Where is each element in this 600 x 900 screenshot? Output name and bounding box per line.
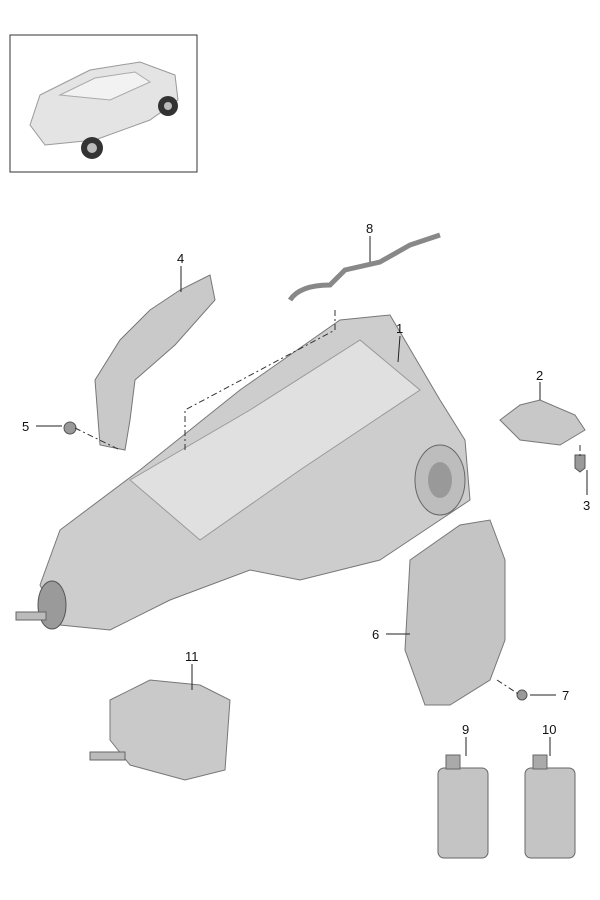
part-heat-shield-right[interactable] [499, 399, 586, 446]
part-bolt-lower[interactable] [516, 689, 528, 701]
callout-10[interactable]: 10 [542, 722, 556, 737]
leader-lines [36, 236, 588, 756]
vehicle-thumbnail[interactable] [9, 34, 198, 173]
part-bolt-right[interactable] [574, 454, 586, 473]
callout-11[interactable]: 11 [185, 649, 199, 664]
part-oil-bottle-2[interactable] [524, 754, 576, 859]
callout-8[interactable]: 8 [366, 221, 373, 236]
callout-1[interactable]: 1 [396, 321, 403, 336]
callout-5[interactable]: 5 [22, 419, 29, 434]
callout-7[interactable]: 7 [562, 688, 569, 703]
callout-9[interactable]: 9 [462, 722, 469, 737]
callout-2[interactable]: 2 [536, 368, 543, 383]
part-transmission[interactable] [15, 314, 471, 631]
callout-6[interactable]: 6 [372, 627, 379, 642]
part-transfer-case[interactable] [89, 679, 231, 781]
part-heat-shield-top[interactable] [94, 274, 216, 451]
assembly-guides [74, 310, 581, 696]
part-breather-hose[interactable] [287, 232, 441, 302]
callout-3[interactable]: 3 [583, 498, 590, 513]
callout-4[interactable]: 4 [177, 251, 184, 266]
part-bolt-left[interactable] [63, 421, 77, 435]
part-oil-bottle-1[interactable] [437, 754, 489, 859]
part-heat-shield-lower[interactable] [404, 519, 506, 706]
